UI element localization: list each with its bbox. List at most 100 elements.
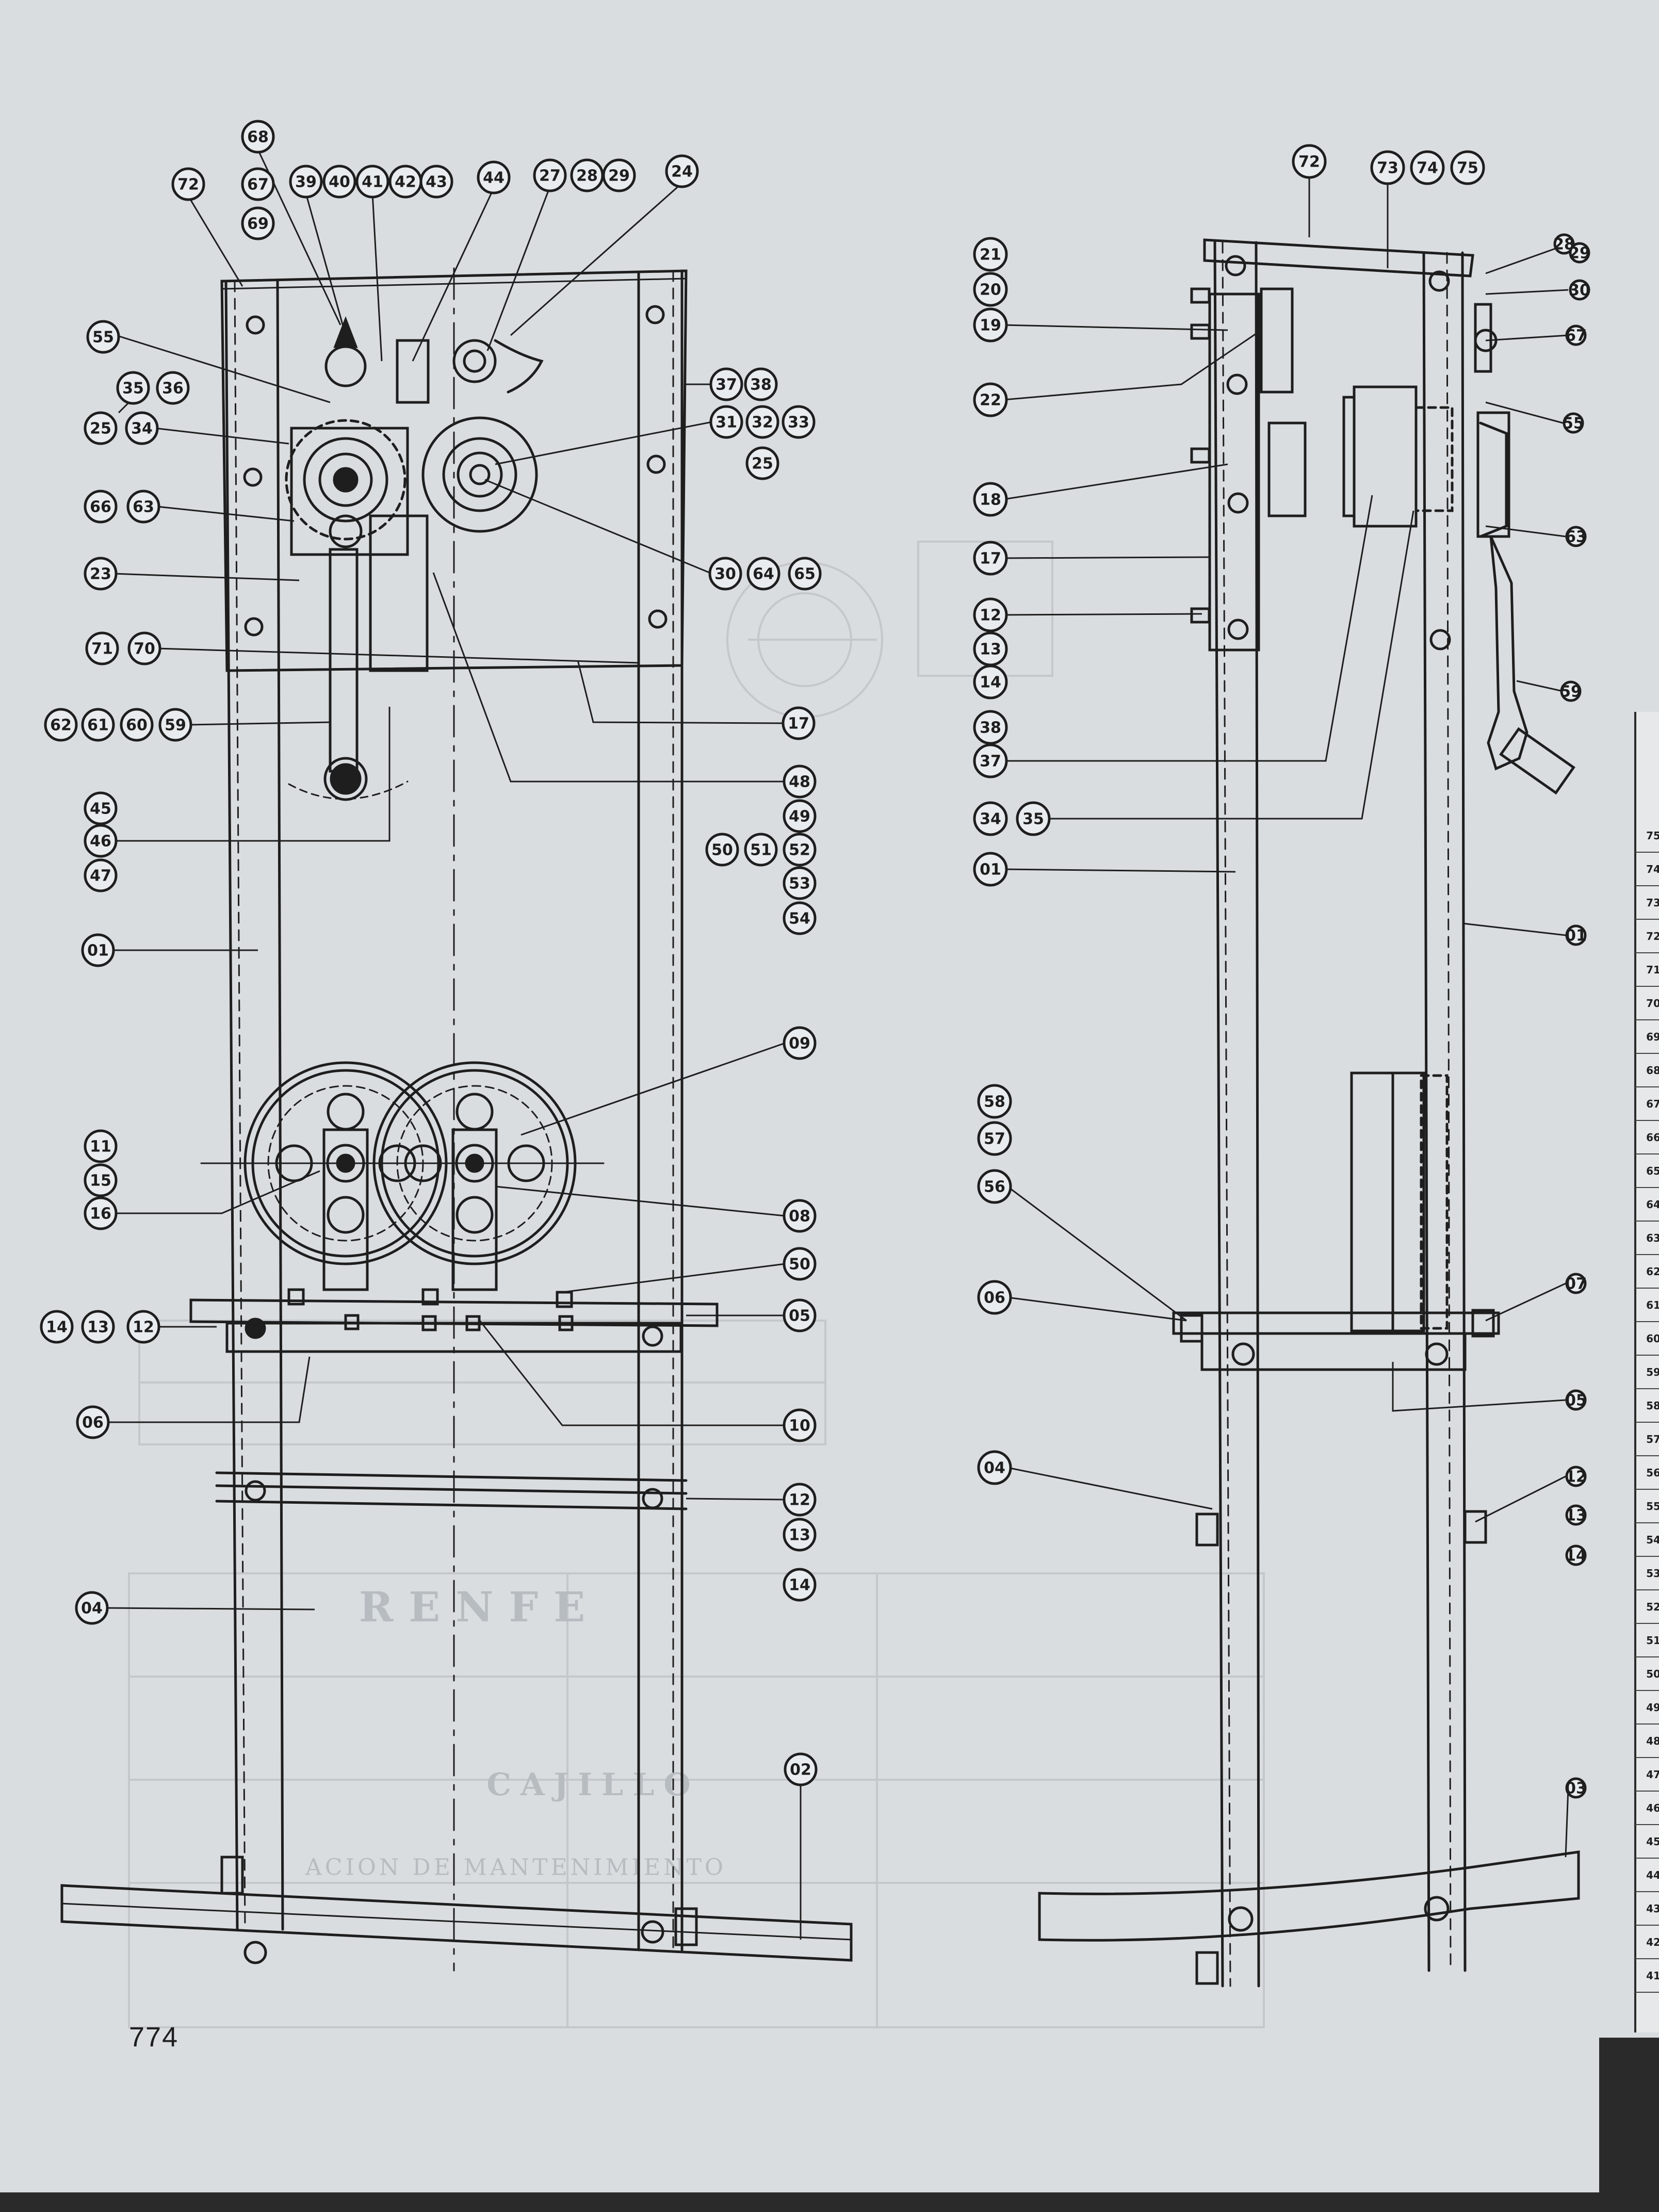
svg-text:35: 35 bbox=[1022, 810, 1044, 828]
side-bolts bbox=[1180, 255, 1495, 1985]
table-row-number: 69 bbox=[1646, 1031, 1659, 1043]
callout-bubble-small: 55 bbox=[1563, 412, 1584, 434]
callout-bubble: 53 bbox=[783, 866, 817, 900]
leader-line bbox=[187, 196, 243, 287]
table-row-number: 58 bbox=[1646, 1400, 1659, 1412]
side-pulley-stack bbox=[1350, 1071, 1449, 1332]
callout-bubble: 51 bbox=[744, 833, 778, 867]
callout-bubble: 34 bbox=[973, 801, 1008, 836]
callout-bubble: 46 bbox=[84, 824, 118, 858]
callout-bubble-small: 67 bbox=[1565, 324, 1587, 346]
table-row-number: 43 bbox=[1646, 1902, 1659, 1915]
callout-bubble: 44 bbox=[477, 160, 511, 194]
bottom-edge-shadow bbox=[0, 2192, 1659, 2212]
callout-bubble: 57 bbox=[977, 1121, 1012, 1156]
svg-text:01: 01 bbox=[1565, 927, 1587, 945]
svg-text:53: 53 bbox=[789, 875, 810, 893]
leader-line bbox=[116, 334, 331, 403]
table-row-number: 59 bbox=[1646, 1366, 1659, 1378]
svg-text:38: 38 bbox=[980, 719, 1001, 737]
callout-bubble: 73 bbox=[1370, 150, 1405, 185]
side-top-frame bbox=[1203, 238, 1474, 278]
svg-text:51: 51 bbox=[750, 841, 772, 859]
svg-text:75: 75 bbox=[1457, 159, 1478, 177]
callout-bubble: 13 bbox=[783, 1518, 817, 1552]
table-row-number: 57 bbox=[1646, 1433, 1659, 1445]
svg-text:17: 17 bbox=[788, 715, 809, 733]
table-row-number: 42 bbox=[1646, 1936, 1659, 1948]
svg-text:06: 06 bbox=[984, 1289, 1005, 1307]
callout-bubble: 43 bbox=[419, 165, 453, 199]
table-row-number: 49 bbox=[1646, 1701, 1659, 1714]
callout-bubble: 06 bbox=[977, 1280, 1012, 1315]
svg-text:68: 68 bbox=[247, 128, 269, 147]
callout-bubble: 02 bbox=[784, 1752, 818, 1786]
callout-bubble: 06 bbox=[76, 1405, 110, 1439]
callout-bubble-small: 07 bbox=[1565, 1273, 1587, 1294]
callout-bubble: 20 bbox=[973, 272, 1008, 307]
leader-line bbox=[1003, 613, 1202, 616]
callout-bubble: 23 bbox=[84, 557, 118, 591]
svg-text:38: 38 bbox=[750, 376, 772, 394]
leader-line bbox=[1003, 463, 1228, 500]
table-row-number: 48 bbox=[1646, 1735, 1659, 1747]
table-row-number: 54 bbox=[1646, 1534, 1659, 1546]
callout-bubble: 37 bbox=[973, 743, 1008, 778]
svg-text:29: 29 bbox=[608, 167, 630, 185]
svg-text:72: 72 bbox=[1298, 153, 1320, 171]
callout-bubble: 50 bbox=[705, 833, 739, 867]
svg-text:65: 65 bbox=[794, 565, 816, 583]
svg-text:47: 47 bbox=[90, 867, 111, 885]
callout-bubble: 31 bbox=[709, 405, 743, 439]
leader-line bbox=[1485, 289, 1569, 295]
callout-bubble: 67 bbox=[241, 167, 275, 201]
leader-line bbox=[1485, 525, 1566, 538]
table-row-number: 53 bbox=[1646, 1567, 1659, 1580]
leader-line bbox=[521, 1042, 786, 1136]
callout-bubble: 29 bbox=[602, 158, 636, 192]
leader-line bbox=[1485, 401, 1564, 424]
svg-text:04: 04 bbox=[81, 1600, 103, 1618]
table-row-number: 47 bbox=[1646, 1768, 1659, 1781]
mechanism-plate bbox=[220, 269, 688, 672]
callout-bubble-small: 30 bbox=[1569, 279, 1590, 301]
callout-bubble-small: 01 bbox=[1565, 924, 1587, 946]
svg-text:20: 20 bbox=[980, 281, 1001, 299]
svg-text:25: 25 bbox=[752, 455, 773, 473]
leader-line bbox=[1392, 1362, 1566, 1412]
callout-bubble: 72 bbox=[171, 167, 205, 201]
leader-line bbox=[486, 186, 551, 351]
callout-bubble: 30 bbox=[708, 557, 742, 591]
right-page-strip bbox=[1635, 712, 1659, 2032]
leader-line bbox=[305, 193, 347, 336]
table-row-number: 74 bbox=[1646, 863, 1659, 875]
svg-text:37: 37 bbox=[980, 753, 1001, 771]
callout-bubble: 09 bbox=[783, 1026, 817, 1060]
leader-line bbox=[157, 647, 640, 664]
callout-bubble: 12 bbox=[783, 1483, 817, 1517]
callout-bubble: 59 bbox=[158, 708, 192, 742]
svg-text:45: 45 bbox=[90, 800, 111, 818]
svg-text:22: 22 bbox=[980, 392, 1001, 410]
callout-bubble: 61 bbox=[81, 708, 115, 742]
table-row-number: 55 bbox=[1646, 1500, 1659, 1512]
svg-text:35: 35 bbox=[122, 380, 144, 398]
callout-bubble: 45 bbox=[84, 791, 118, 825]
callout-bubble: 35 bbox=[1016, 801, 1051, 836]
callout-bubble: 15 bbox=[84, 1163, 118, 1197]
side-left-post bbox=[1213, 241, 1260, 1988]
svg-text:67: 67 bbox=[247, 176, 269, 194]
cam-wheels bbox=[421, 339, 544, 533]
svg-text:54: 54 bbox=[789, 910, 810, 928]
leader-line bbox=[1003, 324, 1228, 331]
leader-line bbox=[1003, 868, 1236, 873]
callout-bubble: 55 bbox=[86, 320, 120, 354]
callout-bubble: 25 bbox=[84, 411, 118, 445]
side-right-post bbox=[1422, 251, 1467, 1972]
leader-line bbox=[1003, 556, 1210, 559]
leader-line bbox=[495, 421, 712, 465]
crank-mechanism bbox=[285, 316, 430, 801]
svg-text:21: 21 bbox=[980, 246, 1001, 264]
leader-line bbox=[1475, 1475, 1566, 1523]
